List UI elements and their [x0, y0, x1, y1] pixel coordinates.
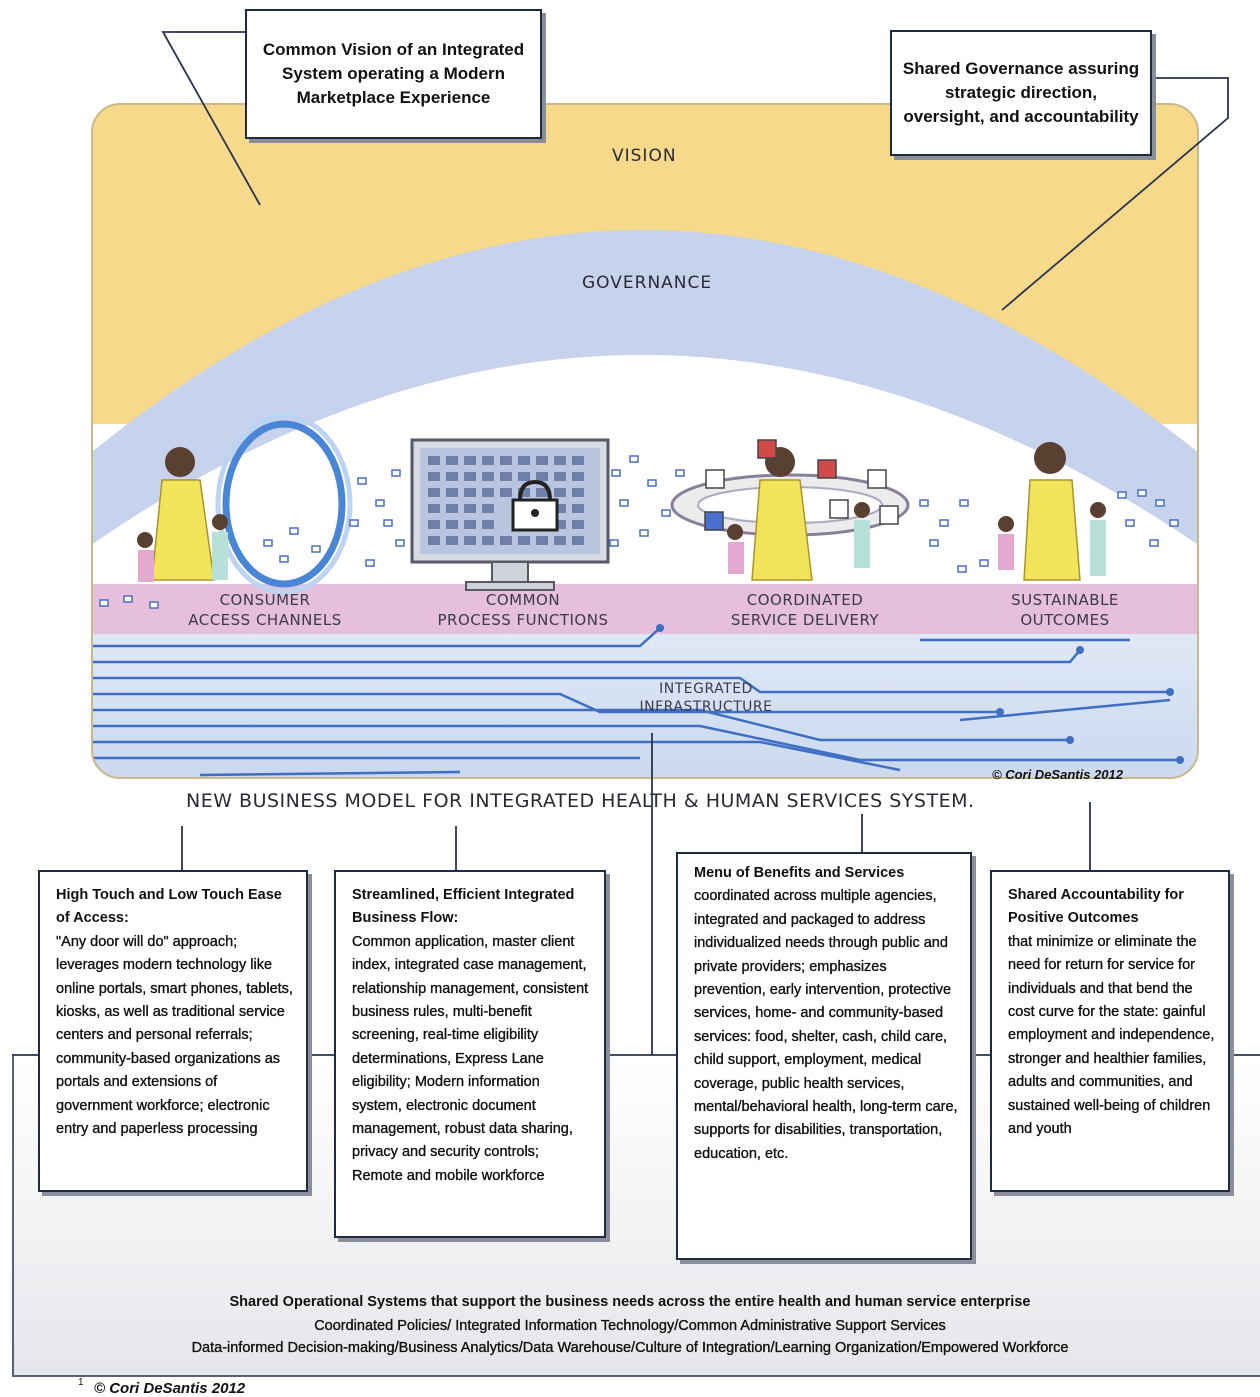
operational-systems-title: Shared Operational Systems that support … [229, 1294, 1031, 1310]
operational-systems-line2: Coordinated Policies/ Integrated Informa… [314, 1318, 946, 1334]
box-body: that minimize or eliminate the need for … [1008, 933, 1215, 1138]
stage-label-line2: SERVICE DELIVERY [730, 611, 880, 629]
stage-common-process: COMMON PROCESS FUNCTIONS [418, 590, 628, 630]
illustration-copyright: © Cori DeSantis 2012 [992, 767, 1123, 782]
accountability-box: Shared Accountability for Positive Outco… [990, 870, 1230, 1192]
infrastructure-line1: INTEGRATED [659, 681, 753, 697]
illustration-caption: NEW BUSINESS MODEL FOR INTEGRATED HEALTH… [186, 790, 975, 812]
governance-callout-text: Shared Governance assuring strategic dir… [902, 59, 1140, 126]
stage-sustainable-outcomes: SUSTAINABLE OUTCOMES [960, 590, 1170, 630]
access-box: High Touch and Low Touch Ease of Access:… [38, 870, 308, 1192]
business-model-illustration [91, 31, 1229, 779]
stage-label-line2: OUTCOMES [1020, 611, 1110, 629]
bottom-copyright: © Cori DeSantis 2012 [94, 1380, 246, 1397]
benefits-services-box: Menu of Benefits and Services coordinate… [676, 852, 972, 1260]
operational-systems-line3: Data-informed Decision-making/Business A… [191, 1340, 1069, 1356]
stage-label-line1: SUSTAINABLE [1011, 591, 1119, 609]
footnote-marker: 1 [78, 1377, 84, 1388]
infrastructure-label: INTEGRATED INFRASTRUCTURE [596, 680, 816, 716]
box-title: Menu of Benefits and Services [694, 865, 905, 881]
stage-label-line1: CONSUMER [219, 591, 311, 609]
vision-callout: Common Vision of an Integrated System op… [245, 9, 542, 139]
business-flow-box: Streamlined, Efficient Integrated Busine… [334, 870, 606, 1238]
stage-consumer-access: CONSUMER ACCESS CHANNELS [160, 590, 370, 630]
infrastructure-line2: INFRASTRUCTURE [639, 699, 773, 715]
box-body: "Any door will do" approach; leverages m… [56, 933, 293, 1138]
vision-label: VISION [612, 146, 677, 166]
stage-label-line1: COMMON [485, 591, 561, 609]
box-title: High Touch and Low Touch Ease of Access: [56, 887, 282, 927]
governance-label: GOVERNANCE [582, 273, 713, 293]
stage-coordinated-service: COORDINATED SERVICE DELIVERY [700, 590, 910, 630]
stage-label-line1: COORDINATED [746, 591, 864, 609]
box-title: Streamlined, Efficient Integrated Busine… [352, 887, 575, 927]
stage-label-line2: PROCESS FUNCTIONS [437, 611, 609, 629]
stage-label-line2: ACCESS CHANNELS [188, 611, 342, 629]
box-body: Common application, master client index,… [352, 933, 589, 1184]
box-title: Shared Accountability for Positive Outco… [1008, 887, 1184, 927]
vision-callout-text: Common Vision of an Integrated System op… [262, 40, 525, 107]
governance-callout: Shared Governance assuring strategic dir… [890, 30, 1152, 156]
box-body: coordinated across multiple agencies, in… [694, 888, 958, 1162]
